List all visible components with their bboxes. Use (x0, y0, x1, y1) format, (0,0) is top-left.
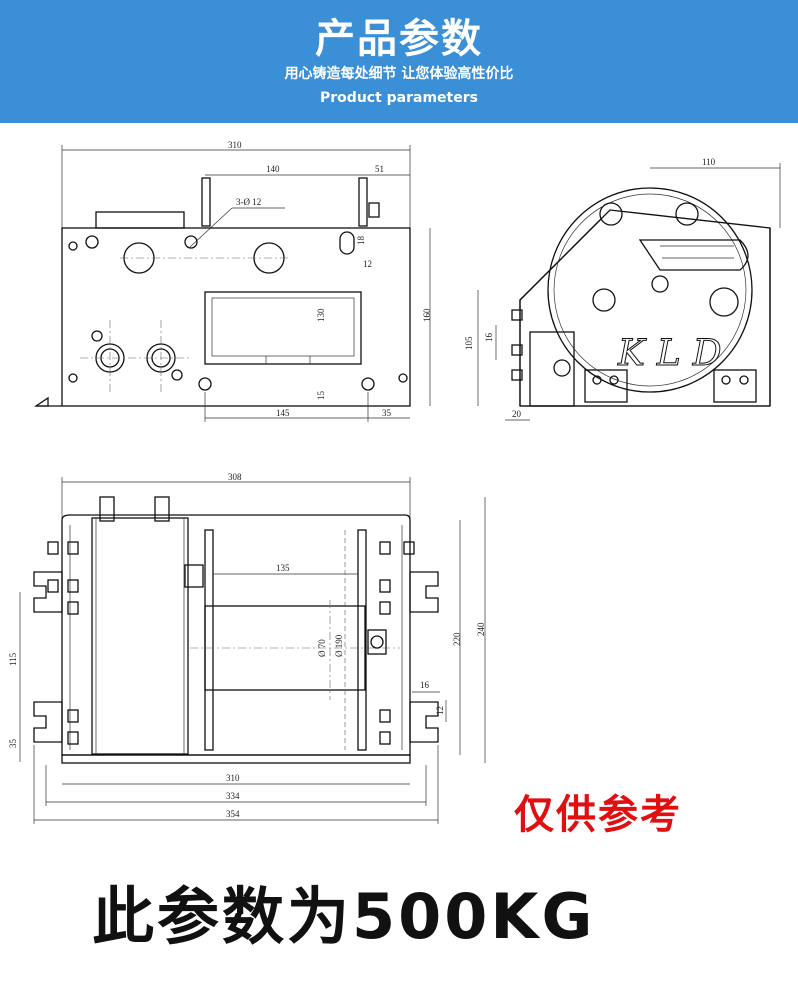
top-view: 308 Ø 70 Ø 190 135 (8, 472, 486, 824)
dim-110: 110 (702, 157, 716, 167)
dim-20: 20 (512, 409, 522, 419)
dim-240: 240 (476, 622, 486, 636)
dim-35-top: 35 (8, 739, 18, 749)
page-title: 产品参数 (315, 16, 483, 62)
dim-16-top: 16 (420, 680, 430, 690)
dim-308: 308 (228, 472, 242, 482)
side-view: 110 KLD 105 16 20 (464, 157, 781, 421)
dim-35-front: 35 (382, 408, 392, 418)
header-banner: 产品参数 用心铸造每处细节 让您体验高性价比 Product parameter… (0, 0, 798, 123)
technical-drawing: 310 140 51 3-Ø 12 18 12 130 160 (8, 140, 781, 824)
kld-logo: KLD (617, 333, 734, 374)
dim-b310: 310 (226, 773, 240, 783)
dim-140: 140 (266, 164, 280, 174)
dim-d70: Ø 70 (317, 639, 327, 657)
dim-220: 220 (452, 632, 462, 646)
dim-18: 18 (356, 236, 366, 246)
dim-12-front: 12 (363, 259, 372, 269)
dim-12-top: 12 (435, 706, 445, 715)
page-subtitle: 用心铸造每处细节 让您体验高性价比 (284, 66, 514, 82)
dim-160: 160 (422, 308, 432, 322)
dim-d190: Ø 190 (334, 634, 344, 657)
capacity-note: 此参数为500KG (92, 880, 596, 953)
page-subtitle-en: Product parameters (320, 90, 478, 106)
reference-only-note: 仅供参考 (514, 792, 682, 838)
dim-51: 51 (375, 164, 384, 174)
dim-3-d12: 3-Ø 12 (236, 197, 261, 207)
dim-b334: 334 (226, 791, 240, 801)
front-view: 310 140 51 3-Ø 12 18 12 130 160 (33, 140, 432, 422)
dim-16-side: 16 (484, 333, 494, 343)
dim-105: 105 (464, 336, 474, 350)
dim-310-front: 310 (228, 140, 242, 150)
dim-135: 135 (276, 563, 290, 573)
dim-15: 15 (316, 391, 326, 401)
dim-b354: 354 (226, 809, 240, 819)
dim-130: 130 (316, 308, 326, 322)
dim-115: 115 (8, 652, 18, 666)
dim-145: 145 (276, 408, 290, 418)
